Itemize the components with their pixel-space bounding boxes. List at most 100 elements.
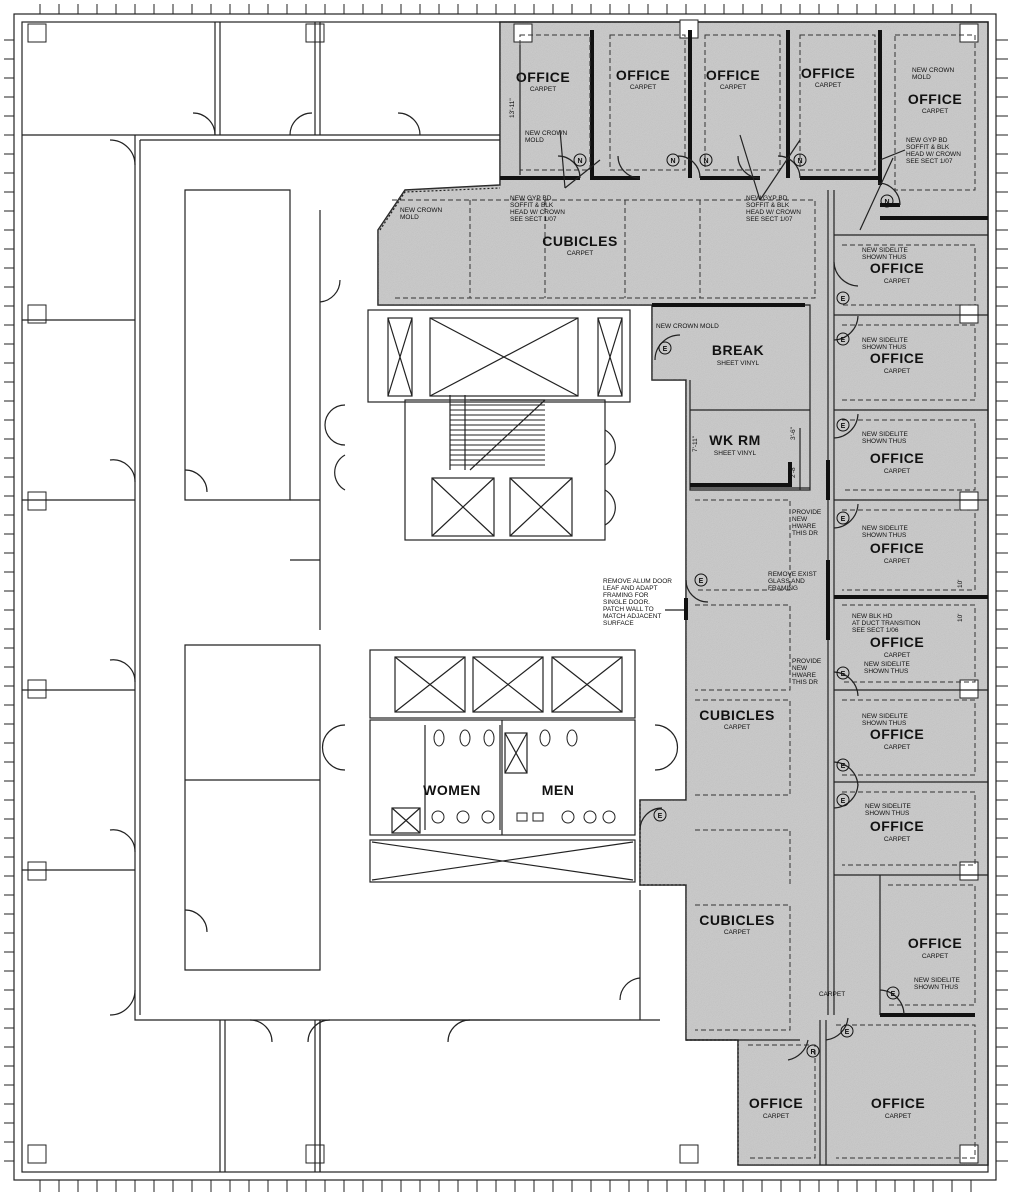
svg-text:CARPET: CARPET xyxy=(884,836,910,843)
svg-text:E: E xyxy=(841,337,846,344)
door-tag-existing: E xyxy=(836,793,850,807)
svg-text:CARPET: CARPET xyxy=(884,652,910,659)
svg-text:E: E xyxy=(841,296,846,303)
door-tag-existing: E xyxy=(658,341,672,355)
room-office: OFFICE CARPET xyxy=(870,260,924,285)
svg-text:CARPET: CARPET xyxy=(724,929,750,936)
svg-text:OFFICE: OFFICE xyxy=(801,65,855,81)
svg-text:CUBICLES: CUBICLES xyxy=(542,233,618,249)
svg-text:BREAK: BREAK xyxy=(712,342,764,358)
svg-text:E: E xyxy=(891,991,896,998)
door-tag-existing: E xyxy=(836,291,850,305)
svg-text:OFFICE: OFFICE xyxy=(870,540,924,556)
door-tag-new: N xyxy=(880,194,894,208)
svg-text:N: N xyxy=(577,158,582,165)
svg-text:OFFICE: OFFICE xyxy=(870,350,924,366)
svg-text:OFFICE: OFFICE xyxy=(908,91,962,107)
svg-text:E: E xyxy=(841,763,846,770)
svg-text:OFFICE: OFFICE xyxy=(870,726,924,742)
door-tag-existing: E xyxy=(840,1024,854,1038)
svg-text:13'-11": 13'-11" xyxy=(509,98,516,118)
svg-text:OFFICE: OFFICE xyxy=(749,1095,803,1111)
svg-text:OFFICE: OFFICE xyxy=(871,1095,925,1111)
svg-text:N: N xyxy=(884,199,889,206)
svg-text:CARPET: CARPET xyxy=(630,84,656,91)
door-tag-new: N xyxy=(793,153,807,167)
room-men: MEN xyxy=(542,782,575,798)
door-tag-existing: E xyxy=(836,666,850,680)
svg-text:E: E xyxy=(663,346,668,353)
svg-text:CARPET: CARPET xyxy=(922,108,948,115)
svg-text:CARPET: CARPET xyxy=(815,82,841,89)
door-tag-existing: E xyxy=(653,808,667,822)
svg-text:CARPET: CARPET xyxy=(763,1113,789,1120)
svg-text:CARPET: CARPET xyxy=(724,724,750,731)
room-office: OFFICE CARPET xyxy=(870,540,924,565)
svg-text:OFFICE: OFFICE xyxy=(616,67,670,83)
svg-text:E: E xyxy=(841,516,846,523)
svg-text:E: E xyxy=(845,1029,850,1036)
svg-text:CARPET: CARPET xyxy=(720,84,746,91)
svg-text:N: N xyxy=(797,158,802,165)
svg-text:OFFICE: OFFICE xyxy=(908,935,962,951)
svg-text:7'-11": 7'-11" xyxy=(692,435,699,452)
svg-text:WK RM: WK RM xyxy=(709,432,761,448)
room-office: OFFICE CARPET xyxy=(749,1095,803,1120)
door-tag-existing: E xyxy=(694,573,708,587)
room-office: OFFICE CARPET xyxy=(908,935,962,960)
svg-text:E: E xyxy=(841,671,846,678)
svg-text:CARPET: CARPET xyxy=(884,558,910,565)
svg-text:OFFICE: OFFICE xyxy=(706,67,760,83)
svg-text:E: E xyxy=(658,813,663,820)
room-break: BREAK SHEET VINYL xyxy=(712,342,764,367)
svg-text:CARPET: CARPET xyxy=(530,86,556,93)
base-building-walls xyxy=(22,22,660,1172)
door-tags: N N N N N E E E E E E E E E E E E R xyxy=(573,153,900,1058)
door-tag-relocated: R xyxy=(806,1044,820,1058)
door-tag-new: N xyxy=(666,153,680,167)
svg-text:OFFICE: OFFICE xyxy=(870,260,924,276)
door-tag-existing: E xyxy=(886,986,900,1000)
room-women: WOMEN xyxy=(423,782,481,798)
svg-text:2'-8": 2'-8" xyxy=(790,464,797,478)
svg-text:SHEET VINYL: SHEET VINYL xyxy=(717,360,760,367)
svg-text:CARPET: CARPET xyxy=(567,250,593,257)
door-tag-new: N xyxy=(573,153,587,167)
door-tag-existing: E xyxy=(836,758,850,772)
svg-text:CARPET: CARPET xyxy=(922,953,948,960)
svg-text:10': 10' xyxy=(957,614,964,622)
svg-text:CARPET: CARPET xyxy=(884,278,910,285)
svg-text:10': 10' xyxy=(957,580,964,588)
svg-text:OFFICE: OFFICE xyxy=(870,818,924,834)
room-office: OFFICE CARPET xyxy=(870,818,924,843)
